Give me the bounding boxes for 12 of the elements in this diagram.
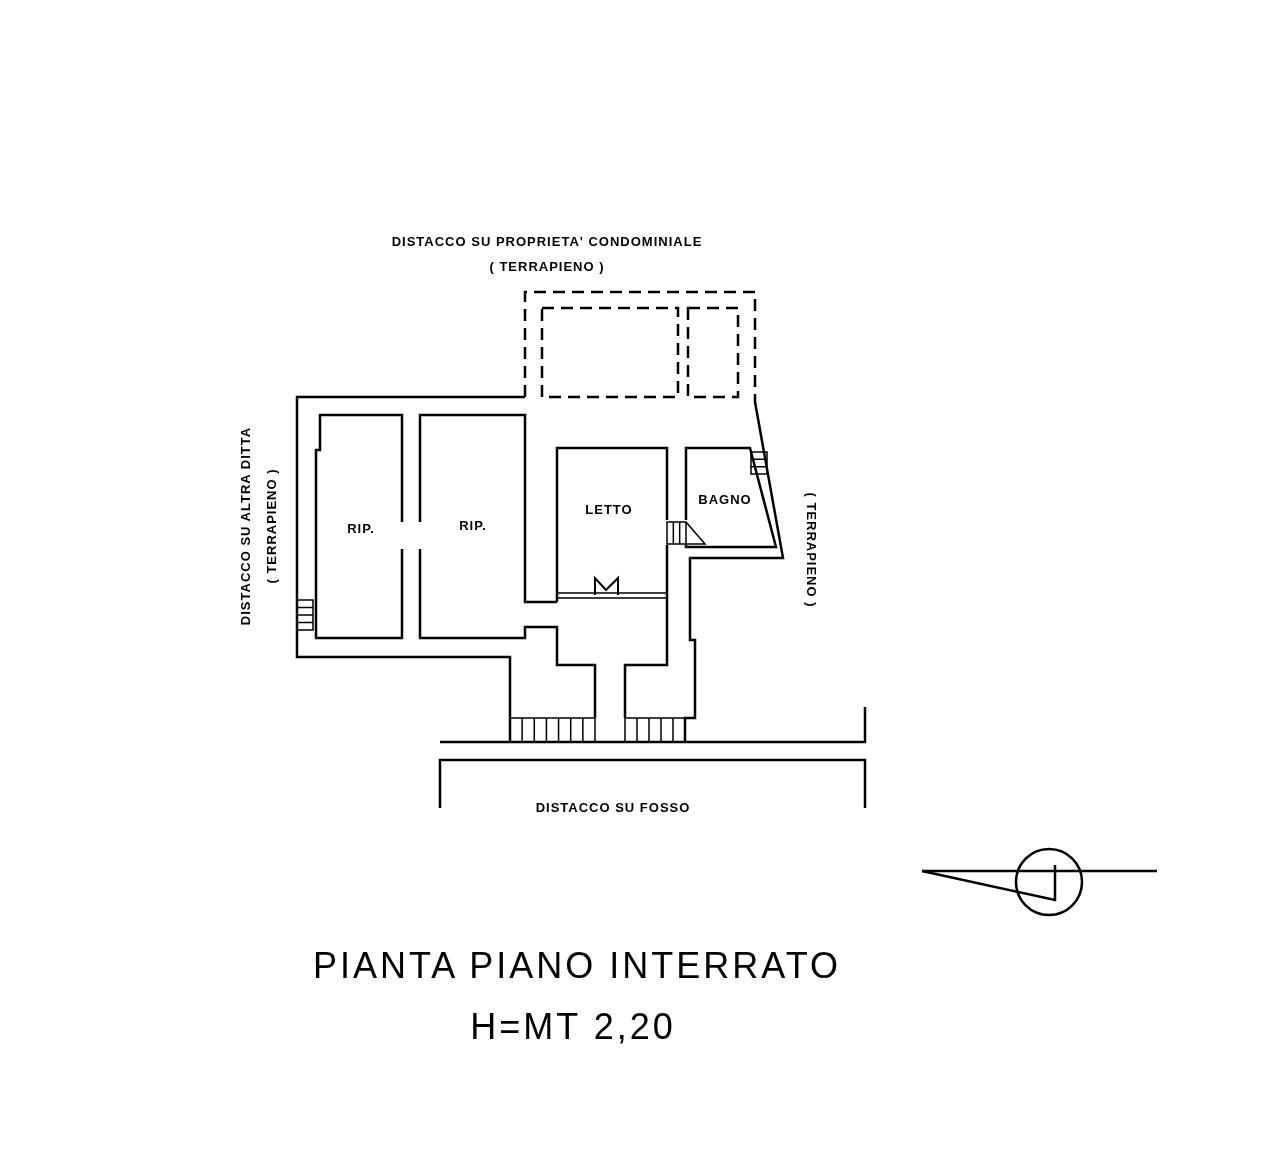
plan-label: DISTACCO SU ALTRA DITTA [237,426,255,626]
plan-label: ( TERRAPIENO ) [489,258,605,277]
plan-title: PIANTA PIANO INTERRATO [312,944,842,988]
plan-label: ( TERRAPIENO ) [802,492,820,608]
height-note: H=MT 2,20 [470,1005,676,1049]
plan-label: RIP. [459,517,487,536]
plan-label: BAGNO [698,491,752,510]
plan-label: LETTO [585,501,633,520]
plan-label: DISTACCO SU PROPRIETA' CONDOMINIALE [391,233,703,252]
plan-label: DISTACCO SU FOSSO [535,799,691,818]
plan-label: ( TERRAPIENO ) [263,468,281,584]
plan-label: RIP. [347,520,375,539]
